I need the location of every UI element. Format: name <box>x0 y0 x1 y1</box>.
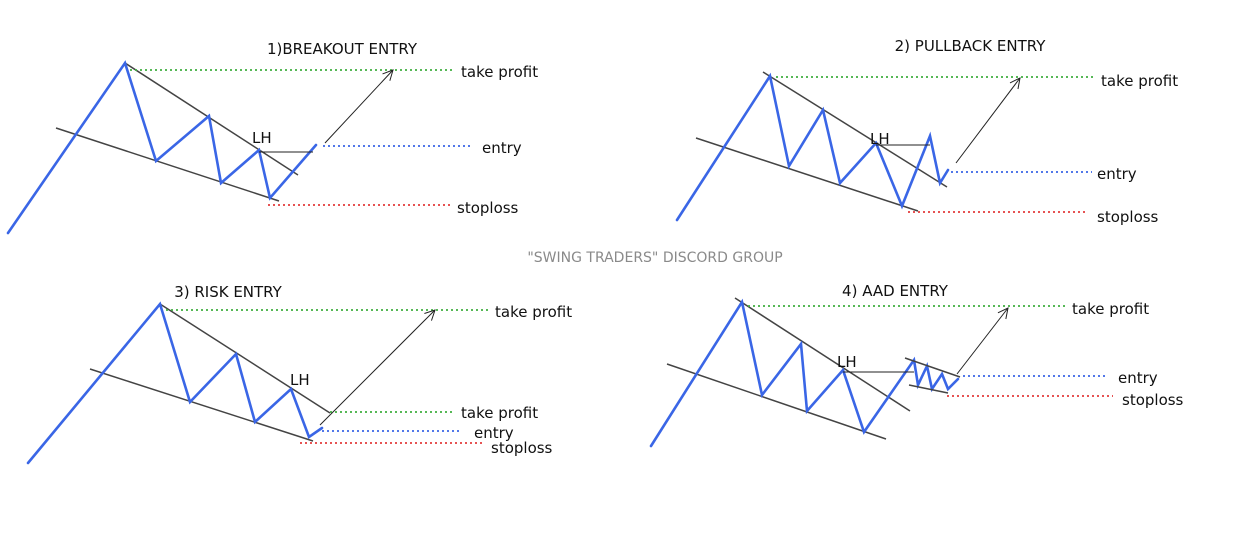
upper-trendline <box>734 297 911 412</box>
price-path <box>26 301 324 465</box>
take-profit-2-label: take profit <box>461 404 538 422</box>
take-profit-label: take profit <box>1072 300 1149 318</box>
target-arrow <box>956 308 1008 375</box>
lower-high-label: LH <box>870 130 890 148</box>
entry-label: entry <box>1097 165 1137 183</box>
take-profit-label: take profit <box>1101 72 1178 90</box>
lower-high-label: LH <box>837 353 857 371</box>
panel-title: 1)BREAKOUT ENTRY <box>267 40 418 58</box>
panel-pullback-entry: 2) PULLBACK ENTRY LH take profit entry s… <box>675 37 1178 226</box>
panel-aad-entry: 4) AAD ENTRY LH take profit entry stoplo… <box>649 282 1184 448</box>
lower-trendline <box>55 127 280 202</box>
entry-label: entry <box>1118 369 1158 387</box>
price-path <box>6 60 318 235</box>
panel-risk-entry: 3) RISK ENTRY LH take profit take profit… <box>26 283 572 465</box>
price-path <box>675 72 950 222</box>
take-profit-label: take profit <box>495 303 572 321</box>
panel-breakout-entry: 1)BREAKOUT ENTRY LH take profit entry st… <box>6 40 538 235</box>
stoploss-label: stoploss <box>1097 208 1159 226</box>
price-path <box>649 298 960 448</box>
take-profit-label: take profit <box>461 63 538 81</box>
upper-trendline <box>159 303 331 414</box>
lower-high-label: LH <box>290 371 310 389</box>
lower-trendline <box>666 363 887 440</box>
panel-title: 2) PULLBACK ENTRY <box>895 37 1047 55</box>
lower-trendline <box>89 368 314 442</box>
target-arrow <box>955 78 1020 164</box>
panel-title: 4) AAD ENTRY <box>842 282 949 300</box>
lower-trendline <box>695 137 919 212</box>
upper-trendline <box>124 62 299 176</box>
stoploss-label: stoploss <box>457 199 519 217</box>
entry-label: entry <box>474 424 514 442</box>
target-arrow <box>324 70 393 144</box>
stoploss-label: stoploss <box>491 439 553 457</box>
mini-upper-trendline <box>904 357 961 378</box>
stoploss-label: stoploss <box>1122 391 1184 409</box>
panel-title: 3) RISK ENTRY <box>174 283 282 301</box>
lower-high-label: LH <box>252 129 272 147</box>
target-arrow <box>319 310 435 426</box>
entry-label: entry <box>482 139 522 157</box>
mini-lower-trendline <box>908 384 949 394</box>
watermark-text: "SWING TRADERS" DISCORD GROUP <box>527 250 782 266</box>
